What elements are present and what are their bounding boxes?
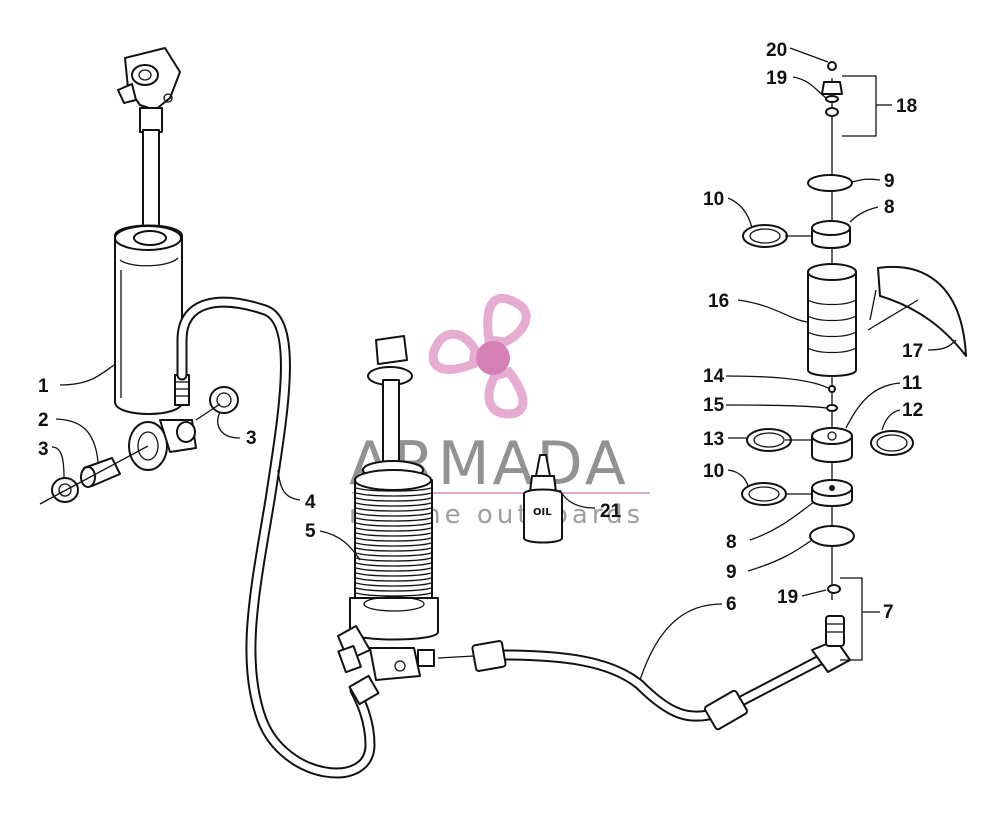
callout-14: 14 [703,366,725,387]
callout-1: 1 [38,376,49,397]
callout-19-top: 19 [766,68,787,89]
callout-18: 18 [896,96,917,117]
callout-13: 13 [703,429,724,450]
callout-17: 17 [902,341,923,362]
callout-9-bottom: 9 [726,562,737,583]
exploded-parts [741,61,967,600]
reservoir-assembly [337,335,439,706]
spacer-3-right [209,386,239,414]
callout-5: 5 [305,521,316,542]
callout-16: 16 [708,291,729,312]
oil-bottle-21: OIL [523,454,563,544]
callout-19-bottom: 19 [777,587,798,608]
callout-3-left: 3 [38,439,49,460]
callout-11: 11 [902,373,923,394]
propeller-logo-icon [428,293,531,419]
callout-21: 21 [600,501,622,522]
callout-15: 15 [703,395,725,416]
hose-4 [176,296,376,779]
callout-4: 4 [305,492,316,513]
spring-coils [355,487,432,597]
leader-lines [51,47,957,681]
shock-absorber-assembly [114,47,197,471]
oil-bottle-label: OIL [533,507,552,518]
callout-12: 12 [902,400,923,421]
callout-3-right: 3 [246,428,257,449]
callout-9-top: 9 [884,171,895,192]
callout-8-top: 8 [884,197,895,218]
callout-2: 2 [38,410,49,431]
callout-10-top: 10 [703,189,724,210]
bushing-2 [80,457,121,488]
callout-10-bottom: 10 [703,461,724,482]
callout-7: 7 [883,602,894,623]
callout-8-bottom: 8 [726,532,737,553]
callout-6: 6 [726,594,737,615]
callout-labels: 1 2 3 3 4 5 21 6 7 20 19 18 9 8 10 16 17… [38,40,923,623]
callout-20: 20 [766,40,787,61]
